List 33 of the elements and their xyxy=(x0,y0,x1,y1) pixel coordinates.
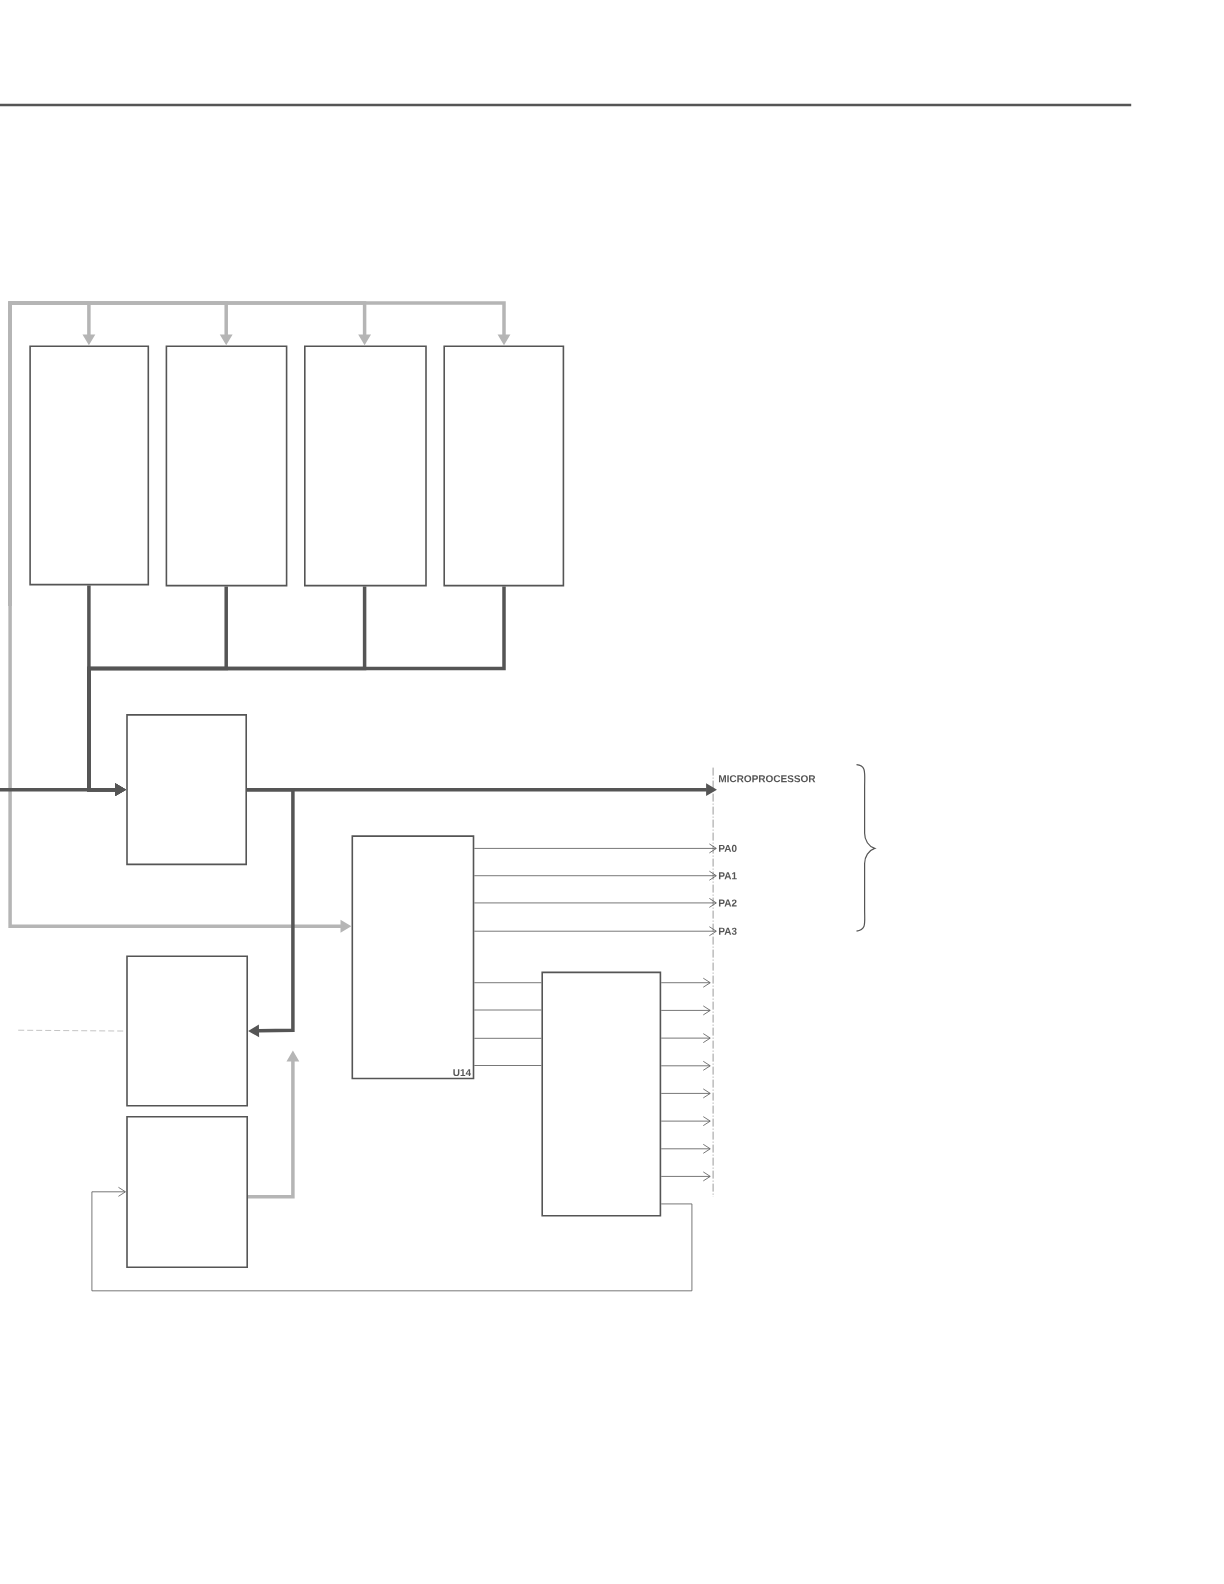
arrow xyxy=(660,1088,711,1099)
arrow xyxy=(660,1143,711,1154)
arrow xyxy=(473,926,717,937)
connector-line xyxy=(473,1009,542,1011)
signal-label: PA1 xyxy=(719,872,737,880)
bus-arrow xyxy=(247,787,295,1038)
arrow xyxy=(660,1171,711,1182)
block-box xyxy=(165,345,288,587)
block-box xyxy=(304,345,427,587)
arrow xyxy=(660,1005,711,1016)
block-box xyxy=(541,971,662,1217)
block-box xyxy=(126,1116,248,1269)
signal-label: PA0 xyxy=(719,844,737,852)
connector-line xyxy=(473,1065,542,1066)
block-box xyxy=(126,714,247,866)
bus-arrow xyxy=(8,301,511,606)
block-box xyxy=(29,345,150,586)
arrow xyxy=(473,843,717,854)
block-box: U14 xyxy=(351,835,475,1080)
block-box xyxy=(126,955,248,1107)
connector-line xyxy=(473,1037,542,1039)
signal-label: MICROPROCESSOR xyxy=(719,775,816,783)
signal-label: PA3 xyxy=(719,927,737,935)
arrow xyxy=(91,1186,693,1292)
arrow xyxy=(473,898,717,908)
arrow xyxy=(660,1060,711,1071)
block-box xyxy=(443,345,565,587)
signal-label: PA2 xyxy=(719,899,737,907)
arrow xyxy=(660,1116,711,1126)
arrow xyxy=(660,977,711,988)
arrow xyxy=(473,870,717,881)
arrow xyxy=(660,1033,711,1043)
connector-line xyxy=(473,982,542,984)
